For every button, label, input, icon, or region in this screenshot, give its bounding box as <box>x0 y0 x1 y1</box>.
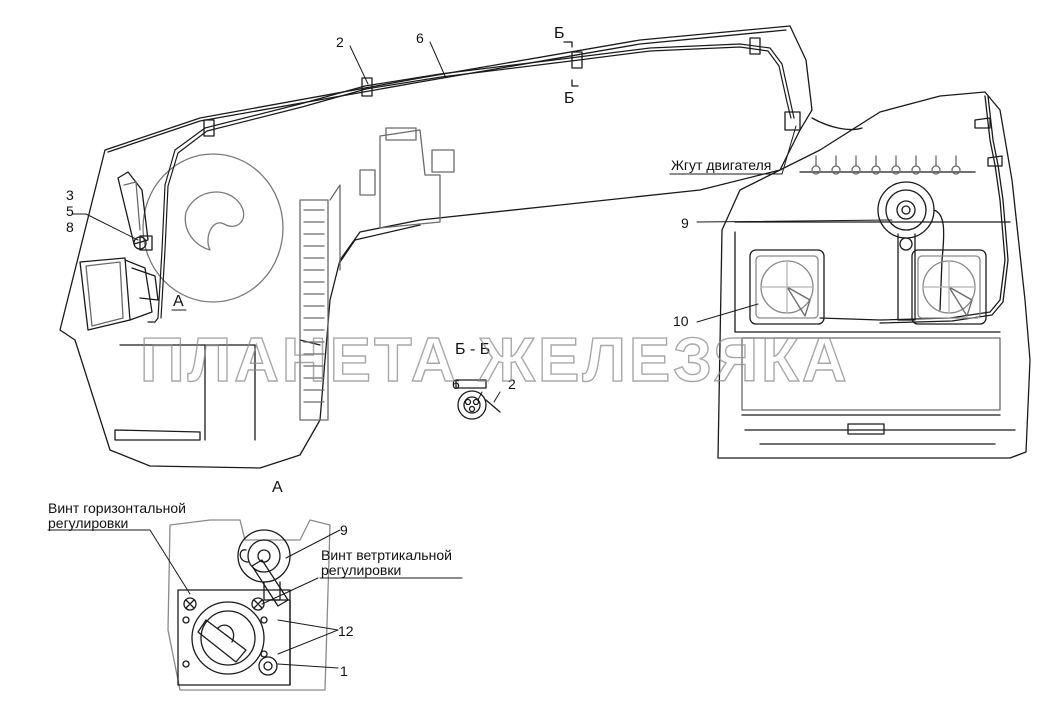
vertical-screw-label-1: Винт ветртикальной <box>321 547 452 563</box>
section-callout-2: 2 <box>508 376 516 392</box>
section-mark-b-bottom: Б <box>564 90 575 107</box>
callout-8: 8 <box>66 219 74 235</box>
callout-10: 10 <box>673 313 689 329</box>
vertical-screw-label-2: регулировки <box>321 562 401 578</box>
leader-lines <box>47 41 893 669</box>
filler-neck <box>359 127 455 229</box>
engine-harness-label: Жгут двигателя <box>671 157 771 173</box>
detail-callout-9: 9 <box>340 522 348 538</box>
callout-12: 12 <box>338 623 354 639</box>
headlights-right <box>749 249 987 325</box>
callout-3: 3 <box>66 187 74 203</box>
section-mark-b-top: Б <box>554 25 565 42</box>
air-intake <box>142 153 284 303</box>
radiator <box>299 184 341 421</box>
section-callout-6: 6 <box>452 376 460 392</box>
horn-right <box>877 181 945 321</box>
callout-2: 2 <box>336 34 344 50</box>
horizontal-screw-label-1: Винт горизонтальной <box>48 500 186 516</box>
section-b-b-title: Б - Б <box>455 341 490 358</box>
cable-harness-6 <box>147 43 795 323</box>
watermark: ПЛАНЕТА ЖЕЛЕЗЯКА <box>140 326 850 395</box>
callout-5: 5 <box>66 203 74 219</box>
callout-9: 9 <box>681 215 689 231</box>
horizontal-screw-label-2: регулировки <box>48 515 128 531</box>
cable-clamps <box>139 37 801 251</box>
view-a-title: А <box>272 479 283 496</box>
callout-1: 1 <box>340 663 348 679</box>
callout-6: 6 <box>416 30 424 46</box>
rivet-row <box>811 155 961 175</box>
section-marks <box>563 41 579 87</box>
labels: 2 6 Б Б 3 5 8 А Жгут двигателя 9 10 Б - … <box>48 25 771 679</box>
view-a-mark: А <box>173 293 184 310</box>
right-hood-outline <box>717 91 1031 459</box>
left-hood-outline <box>59 25 813 469</box>
section-detail <box>455 379 501 420</box>
view-a-detail <box>167 519 331 691</box>
